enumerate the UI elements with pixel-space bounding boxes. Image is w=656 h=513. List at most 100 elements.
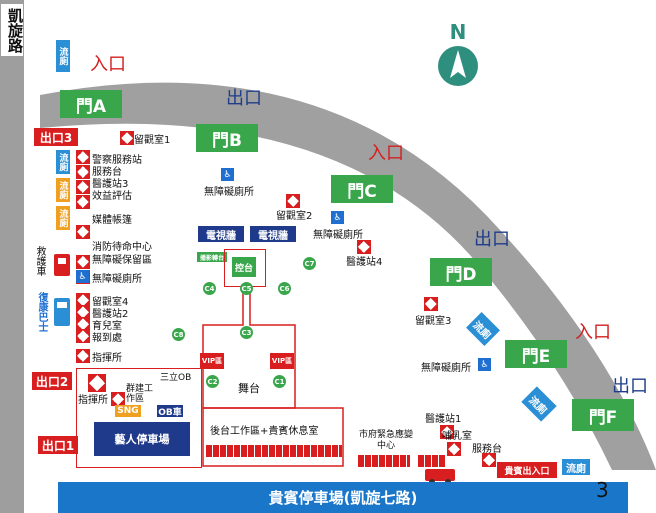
service-desk2-icon: [482, 453, 496, 467]
pylon-c6: C6: [278, 282, 291, 295]
command-icon: [76, 349, 90, 363]
compass: N: [436, 20, 480, 90]
gate-a: 門A: [60, 90, 122, 118]
entrance-label-e: 入口: [575, 322, 611, 343]
toilet-bottom: 流廁: [562, 459, 590, 475]
gate-e: 門E: [505, 340, 567, 368]
pylon-c8: C8: [172, 328, 185, 341]
gate-b: 門B: [196, 124, 258, 152]
rehab-bus-icon: [54, 298, 70, 326]
lower-left-outline: [76, 368, 202, 468]
pylon-c3: C3: [240, 326, 253, 339]
service-desk2-label: 服務台: [472, 444, 502, 455]
checkin-icon: [76, 329, 90, 343]
exit-2: 出口2: [32, 372, 72, 390]
emergency-row: [358, 455, 410, 467]
medical1-row: [418, 455, 446, 467]
service-desk-label: 服務台: [92, 167, 122, 178]
exit-label-f: 出口: [612, 376, 648, 397]
medical4-icon: [357, 240, 371, 254]
group-work-label: 群建工作區: [126, 384, 154, 404]
observe3-label: 留觀室3: [415, 316, 452, 327]
observe3-icon: [424, 297, 438, 311]
observe2-icon: [286, 194, 300, 208]
exit-1: 出口1: [38, 436, 78, 454]
accessible-c-label: 無障礙廁所: [313, 230, 363, 241]
command-label: 指揮所: [92, 353, 122, 364]
pylon-c5: C5: [240, 282, 253, 295]
vip-entrance-exit: 貴賓出入口: [497, 462, 557, 478]
toilet-top-left: 流廁: [56, 40, 70, 72]
police-label: 警察服務站: [92, 155, 142, 166]
ambulance-left-icon: [54, 254, 70, 276]
accessible-b-label: 無障礙廁所: [204, 187, 254, 198]
backstage-label: 後台工作區+貴賓休息室: [210, 426, 319, 437]
pylon-c4: C4: [203, 282, 216, 295]
accessible-toilet-label: 無障礙廁所: [92, 274, 142, 285]
pylon-c1: C1: [273, 375, 286, 388]
accessible-e-label: 無障礙廁所: [421, 363, 471, 374]
tv-wall-right: 電視牆: [250, 226, 296, 242]
accessible-toilet-icon: ♿: [76, 270, 89, 283]
stage-label: 舞台: [238, 382, 260, 395]
gate-c: 門C: [331, 175, 393, 203]
backstage-row: [206, 445, 342, 457]
medical1-icon: [440, 425, 454, 439]
accessible-b-icon: ♿: [221, 168, 234, 181]
media-tent-label: 媒體帳篷: [92, 215, 132, 226]
pylon-c2: C2: [206, 375, 219, 388]
street-name: 凱旋路: [1, 4, 24, 56]
tv-wall-left: 電視牆: [198, 226, 244, 242]
observe1-label: 留觀室1: [134, 135, 171, 146]
accessible-c-icon: ♿: [331, 211, 344, 224]
exit-3: 出口3: [34, 128, 78, 146]
artist-parking: 藝人停車場: [94, 422, 190, 456]
gate-d: 門D: [430, 258, 492, 286]
exit-label-d: 出口: [474, 229, 510, 250]
toilet-left-2: 流廁: [56, 178, 70, 202]
gate-f: 門F: [572, 399, 634, 431]
medical4-label: 醫護站4: [346, 257, 383, 268]
emergency-label: 市府緊急應變中心: [358, 430, 413, 451]
vip-left: VIP區: [200, 353, 224, 369]
control-label: 控台: [232, 257, 256, 277]
entrance-label-a: 入口: [90, 54, 126, 75]
booth-label: 播影轉台: [197, 252, 227, 262]
medical2-label: 醫護站2: [92, 309, 129, 320]
ob-car: OB車: [157, 405, 183, 418]
accessible-e-icon: ♿: [478, 358, 491, 371]
vip-parking-road: 貴賓停車場(凱旋七路): [58, 482, 628, 513]
command2-label: 指揮所: [78, 395, 108, 406]
sng: SNG: [115, 405, 141, 417]
compass-letter: N: [449, 20, 467, 44]
checkin-label: 報到處: [92, 333, 122, 344]
observe4-label: 留觀室4: [92, 297, 129, 308]
ambulance-left-label: 救護車: [34, 246, 45, 276]
lactation-label: 哺乳室: [442, 431, 472, 442]
rehab-bus-label: 復康巴士: [36, 292, 47, 332]
north-arrow-icon: [438, 46, 478, 86]
page-number: 3: [596, 478, 609, 502]
toilet-left-3: 流廁: [56, 206, 70, 230]
group-work-icon: [111, 392, 125, 406]
command2-icon: [88, 374, 106, 392]
fire-center-label: 消防待命中心: [92, 242, 152, 253]
observe2-label: 留觀室2: [276, 211, 313, 222]
exit-label-b: 出口: [226, 88, 262, 109]
nursery-label: 育兒室: [92, 321, 122, 332]
sanli-label: 三立OB: [160, 373, 192, 383]
observe1-icon: [120, 131, 134, 145]
left-road: [0, 0, 24, 513]
accessible-area-label: 無障礙保留區: [92, 255, 152, 266]
medical1-label: 醫護站1: [425, 414, 462, 425]
medical3-label: 醫護站3: [92, 179, 129, 190]
lactation-icon: [447, 442, 461, 456]
facility-icons-column: [76, 150, 90, 360]
pylon-c7: C7: [303, 257, 316, 270]
eval-label: 效益評估: [92, 191, 132, 202]
vip-right: VIP區: [270, 353, 294, 369]
entrance-label-c: 入口: [368, 143, 404, 164]
toilet-left-1: 流廁: [56, 150, 70, 174]
